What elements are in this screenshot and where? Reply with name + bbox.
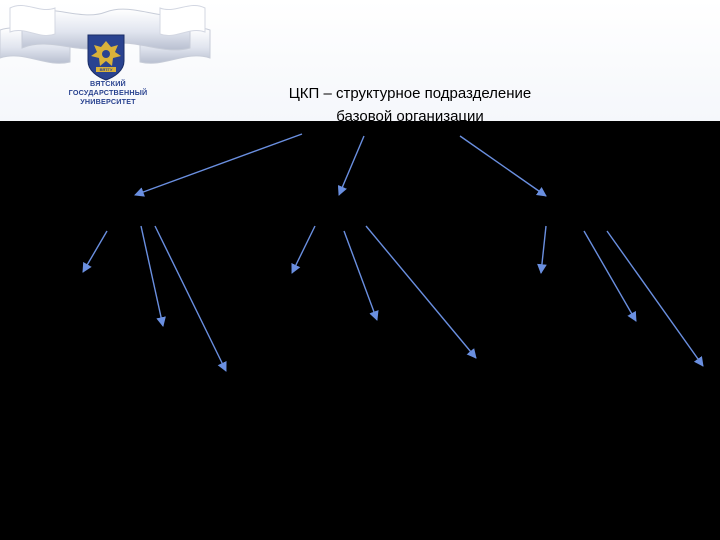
slide-header: ВЯТГУ ВЯТСКИЙ ГОСУДАРСТВЕННЫЙ УНИВЕРСИТЕ… (0, 0, 720, 121)
arrow-root-to-right (459, 135, 547, 197)
university-name-line-3: УНИВЕРСИТЕТ (80, 97, 136, 106)
university-emblem-icon: ВЯТГУ (87, 34, 125, 81)
university-name: ВЯТСКИЙ ГОСУДАРСТВЕННЫЙ УНИВЕРСИТЕТ (48, 79, 168, 106)
arrow-center-child-3 (365, 225, 477, 359)
svg-text:ВЯТГУ: ВЯТГУ (100, 67, 113, 72)
slide-title-line-2: базовой организации (336, 108, 484, 125)
arrow-right-child-2 (583, 230, 637, 322)
slide-title: ЦКП – структурное подразделение базовой … (240, 82, 580, 128)
arrow-left-child-2 (140, 225, 166, 327)
arrow-left-child-1 (82, 230, 108, 273)
ribbon-decoration (0, 4, 211, 64)
arrow-left-child-3 (154, 225, 227, 372)
arrow-center-child-2 (343, 230, 379, 321)
arrow-right-child-3 (606, 230, 704, 367)
university-name-line-2: ГОСУДАРСТВЕННЫЙ (68, 88, 148, 97)
arrow-center-child-1 (291, 225, 316, 274)
slide-title-line-1: ЦКП – структурное подразделение (288, 85, 532, 102)
arrow-right-child-1 (537, 225, 547, 274)
arrow-root-to-center (337, 135, 365, 196)
arrow-root-to-left (134, 133, 303, 197)
university-name-line-1: ВЯТСКИЙ (90, 79, 126, 88)
